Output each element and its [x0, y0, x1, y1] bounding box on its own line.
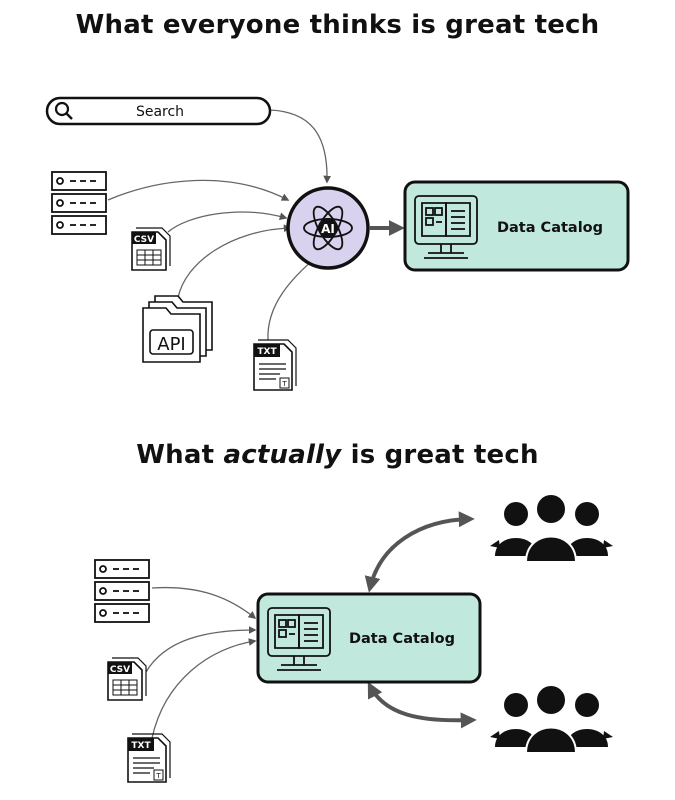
bottom-connectors — [145, 586, 257, 739]
connector-csv-to-ai — [167, 211, 288, 233]
csv-file-icon-bottom: CSV — [107, 657, 147, 701]
connector-api-to-ai — [177, 224, 292, 299]
csv-label: CSV — [134, 235, 154, 245]
server-stack-icon-bottom — [94, 559, 150, 623]
txt-corner-label: T — [281, 380, 287, 388]
top-connectors — [107, 109, 332, 341]
bottom-data-catalog-box: Data Catalog — [256, 592, 482, 684]
csv-file-icon: CSV — [131, 227, 171, 271]
connector-csv-to-catalog — [145, 626, 257, 673]
top-title: What everyone thinks is great tech — [75, 10, 600, 40]
connector-txt-to-ai — [267, 256, 317, 341]
api-label: API — [157, 334, 185, 355]
connector-txt-to-catalog — [151, 638, 257, 739]
txt-file-icon: TXT T — [253, 339, 297, 391]
connector-search-to-ai — [269, 109, 332, 184]
connector-servers-to-ai — [107, 179, 290, 201]
txt-label-bottom: TXT — [131, 741, 151, 751]
bottom-title: What actually is great tech — [136, 440, 539, 470]
server-stack-icon — [51, 171, 107, 235]
search-label: Search — [136, 104, 184, 120]
people-group-icon-top — [490, 493, 613, 563]
monitor-book-icon — [414, 195, 478, 259]
csv-label-bottom: CSV — [110, 665, 130, 675]
bottom-title-emphasis: actually — [223, 440, 342, 470]
txt-corner-label-bottom: T — [155, 772, 161, 780]
search-bar: Search — [45, 96, 272, 126]
search-icon — [54, 101, 73, 120]
arrow-catalog-users-bottom — [367, 681, 477, 729]
ai-label: AI — [321, 222, 335, 236]
monitor-book-icon-bottom — [267, 607, 331, 671]
arrow-catalog-users-top — [364, 511, 475, 593]
connector-servers-to-catalog — [151, 586, 257, 619]
txt-label: TXT — [257, 347, 277, 357]
people-group-icon-bottom — [490, 684, 613, 754]
top-catalog-label: Data Catalog — [497, 220, 603, 236]
api-folder-icon: API — [142, 295, 213, 363]
bottom-catalog-label: Data Catalog — [349, 631, 455, 647]
top-data-catalog-box: Data Catalog — [403, 180, 630, 272]
ai-node: AI — [286, 186, 370, 270]
txt-file-icon-bottom: TXT T — [127, 733, 171, 783]
